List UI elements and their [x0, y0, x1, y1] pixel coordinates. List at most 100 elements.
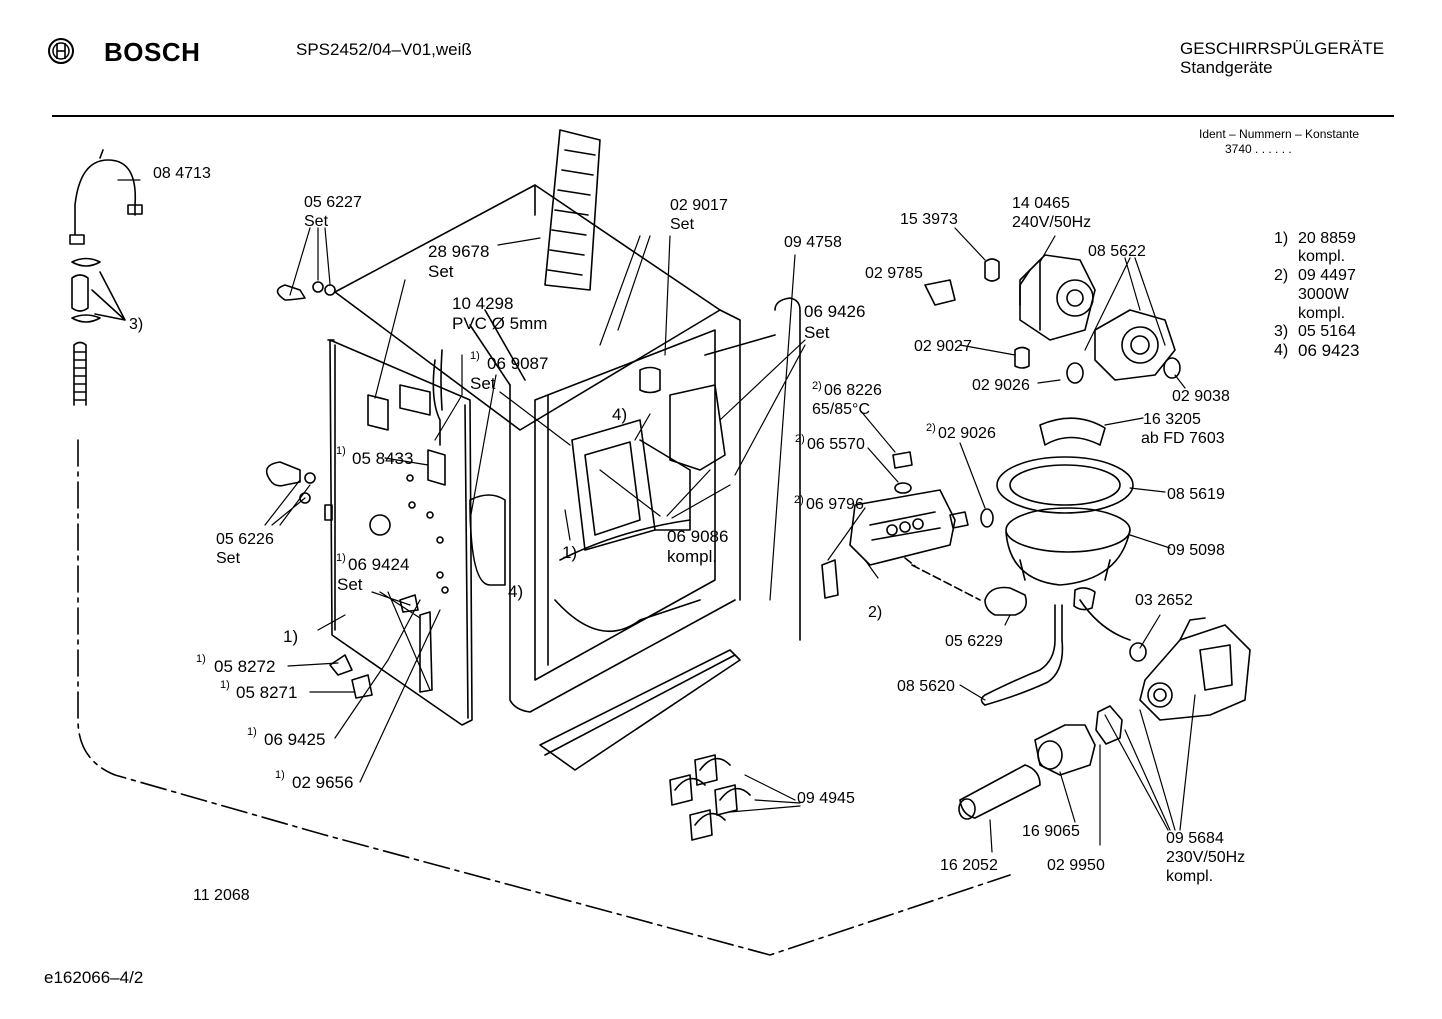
leader-lines: [117, 179, 1196, 853]
pressure-switch-058271: [351, 674, 373, 699]
label-029038: 02 9038: [1172, 388, 1230, 405]
sump-095098: [1005, 507, 1131, 553]
legend-1-part: 20 8859: [1298, 230, 1356, 247]
pressure-switch-058272: [329, 654, 353, 676]
label-058272-fn: 1): [196, 653, 206, 665]
door-seal-094758: [774, 297, 801, 641]
tub-top: [334, 184, 721, 431]
legend-4-num: 4): [1274, 342, 1289, 359]
seal-029950: [1095, 705, 1123, 745]
label-fn4-dispenser: 4): [612, 405, 628, 424]
wire-harness: [432, 359, 441, 446]
label-085622: 08 5622: [1088, 243, 1146, 260]
label-029026b: 02 9026: [938, 425, 996, 442]
inlet-valve-095684: [1139, 624, 1251, 721]
label-084713: 08 4713: [153, 165, 211, 182]
rinse-aid-box: [669, 384, 726, 471]
drain-hose-085620: [984, 604, 1064, 706]
label-289678-set: Set: [428, 262, 454, 281]
ident-label: Ident – Nummern – Konstante: [1199, 127, 1360, 141]
document-id: e162066–4/2: [44, 968, 144, 987]
gasket-029026: [1066, 362, 1084, 384]
label-fn3: 3): [129, 316, 144, 333]
label-056229: 05 6229: [945, 633, 1003, 650]
gasket-065570: [894, 482, 912, 494]
label-058271: 05 8271: [236, 683, 298, 702]
label-289678: 28 9678: [428, 242, 490, 261]
label-056227: 05 6227: [304, 194, 362, 211]
label-069086-kompl: kompl.: [667, 547, 718, 566]
label-069425: 06 9425: [264, 730, 326, 749]
plug-029027: [1014, 346, 1030, 369]
label-029950: 02 9950: [1047, 857, 1105, 874]
label-065570-fn: 2): [795, 433, 805, 445]
label-056226-set: Set: [216, 550, 241, 567]
label-fn2-heater: 2): [868, 604, 883, 621]
drain-hose-threaded: [73, 341, 87, 406]
ident-value: 3740 . . . . . .: [1225, 142, 1292, 156]
label-029656: 02 9656: [292, 773, 354, 792]
pump-housing-085622: [1094, 309, 1176, 381]
rail-strip-289678: [544, 129, 601, 291]
header-divider: [52, 115, 1394, 117]
connector-tube: [71, 274, 89, 312]
label-069087-set: Set: [470, 374, 496, 393]
brand-name: BOSCH: [104, 37, 201, 67]
hose-056226: [265, 461, 301, 487]
legend-2-part: 09 4497: [1298, 267, 1356, 284]
gasket-029026b: [980, 508, 994, 528]
side-panel: [329, 339, 473, 726]
label-069087: 06 9087: [487, 354, 549, 373]
label-029026: 02 9026: [972, 377, 1030, 394]
label-140465: 14 0465: [1012, 195, 1070, 212]
label-058272: 05 8272: [214, 657, 276, 676]
hose-056227: [276, 284, 306, 301]
tub-front-frame: [509, 384, 736, 713]
label-069086: 06 9086: [667, 527, 729, 546]
label-029785: 02 9785: [865, 265, 923, 282]
bosch-logo-icon: [48, 38, 74, 64]
control-box: [367, 384, 431, 431]
model-number: SPS2452/04–V01,weiß: [296, 40, 472, 59]
dispenser-lid: [639, 439, 691, 531]
label-056226: 05 6226: [216, 531, 274, 548]
label-058433-fn: 1): [336, 445, 346, 457]
label-fn1-panel: 1): [283, 627, 299, 646]
door-seal-outline: [77, 439, 1011, 956]
switch-block: [427, 449, 446, 486]
fine-filter-085619: [996, 456, 1134, 514]
legend-3-num: 3): [1274, 323, 1289, 340]
label-fn1-dispenser: 1): [562, 543, 578, 562]
label-068226-fn: 2): [812, 380, 822, 392]
label-069426: 06 9426: [804, 302, 866, 321]
tub-floor-curve: [554, 599, 701, 633]
label-058433: 05 8433: [352, 449, 414, 468]
label-163205-fd: ab FD 7603: [1141, 430, 1225, 447]
legend-1-num: 1): [1274, 230, 1289, 247]
legend-3-part: 05 5164: [1298, 323, 1356, 340]
filter-cap-163205: [1039, 417, 1106, 446]
label-162052: 16 2052: [940, 857, 998, 874]
appliance-subcategory: Standgeräte: [1180, 58, 1273, 77]
clip-lower: [71, 314, 101, 323]
heater-element: [469, 494, 506, 586]
label-069424-set: Set: [337, 575, 363, 594]
appliance-category: GESCHIRRSPÜLGERÄTE: [1180, 39, 1385, 58]
label-069425-fn: 1): [247, 726, 257, 738]
label-095684: 09 5684: [1166, 830, 1224, 847]
sensor-153973: [984, 258, 1000, 282]
label-169065: 16 9065: [1022, 823, 1080, 840]
label-095684-kompl: kompl.: [1166, 868, 1214, 885]
tub-inner-frame-2: [547, 394, 691, 666]
sump-outlet: [1073, 587, 1096, 611]
fitting-029785: [924, 279, 956, 306]
label-069424-fn: 1): [336, 552, 346, 564]
label-094945: 09 4945: [797, 790, 855, 807]
legend-2b-part: kompl.: [1298, 305, 1346, 322]
label-029027: 02 9027: [914, 338, 972, 355]
tub-inner-frame: [534, 329, 716, 681]
gasket-032652: [1129, 642, 1147, 662]
label-104298: 10 4298: [452, 294, 514, 313]
label-069796: 06 9796: [806, 496, 864, 513]
